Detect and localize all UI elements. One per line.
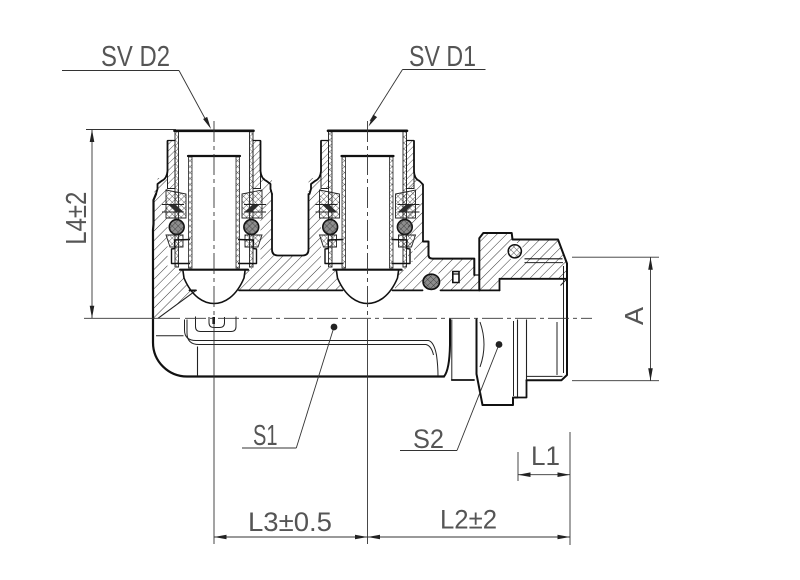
svg-text:SV D2: SV D2	[101, 41, 170, 73]
svg-text:L2±2: L2±2	[440, 505, 497, 535]
svg-text:L1: L1	[531, 441, 560, 471]
svg-text:A: A	[619, 306, 649, 325]
svg-text:L4±2: L4±2	[61, 192, 93, 245]
svg-text:S2: S2	[413, 424, 444, 454]
svg-text:L3±0.5: L3±0.5	[248, 507, 332, 537]
svg-text:SV D1: SV D1	[409, 41, 476, 73]
svg-text:S1: S1	[253, 420, 278, 452]
